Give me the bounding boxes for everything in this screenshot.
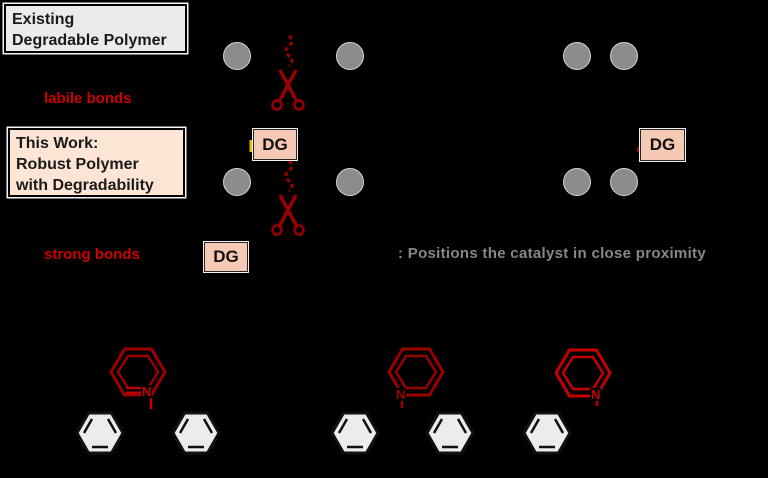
dg-box-2: DG — [204, 242, 248, 272]
scissors-icon — [271, 69, 305, 111]
monomer-circle — [223, 42, 251, 70]
monomer-circle — [563, 168, 591, 196]
dg-label: DG — [262, 134, 288, 154]
monomer-circle — [610, 42, 638, 70]
catalyst-proximity-caption: : Positions the catalyst in close proxim… — [398, 245, 706, 262]
this-work-line3: with Degradability — [16, 177, 154, 194]
benzene-ring-1 — [75, 411, 125, 455]
monomer-circle — [336, 42, 364, 70]
benzene-ring-3 — [330, 411, 380, 455]
benzene-ring-5 — [522, 411, 572, 455]
this-work-line2: Robust Polymer — [16, 156, 139, 173]
nitrogen-label-1: N — [141, 384, 153, 399]
dg-box-3: DG — [640, 129, 685, 161]
scissors-icon — [271, 194, 305, 236]
wavy-cut-line-icon — [284, 34, 294, 68]
monomer-circle — [563, 42, 591, 70]
existing-polymer-box: Existing Degradable Polymer — [4, 4, 187, 53]
monomer-circle — [610, 168, 638, 196]
nitrogen-label-2: N — [395, 387, 407, 402]
monomer-circle — [336, 168, 364, 196]
dg-label: DG — [649, 135, 676, 154]
cut-site-2 — [271, 159, 305, 236]
nitrogen-label-3: N — [590, 387, 602, 402]
wavy-cut-line-icon — [284, 159, 294, 193]
monomer-circle — [223, 168, 251, 196]
this-work-box: This Work: Robust Polymer with Degradabi… — [8, 128, 185, 197]
cut-site-1 — [271, 34, 305, 111]
strong-bonds-label: strong bonds — [44, 246, 140, 263]
dg-label: DG — [213, 247, 239, 266]
labile-bonds-label: labile bonds — [44, 90, 132, 107]
this-work-line1: This Work: — [16, 135, 99, 152]
dg-box-1: DG — [253, 129, 297, 160]
benzene-ring-4 — [425, 411, 475, 455]
red-tick — [637, 147, 641, 152]
pyridine-ring-3 — [554, 348, 612, 406]
benzene-ring-2 — [171, 411, 221, 455]
pyridine-ring-1 — [109, 347, 167, 409]
existing-polymer-line1: Existing — [12, 11, 75, 28]
existing-polymer-line2: Degradable Polymer — [12, 32, 167, 49]
